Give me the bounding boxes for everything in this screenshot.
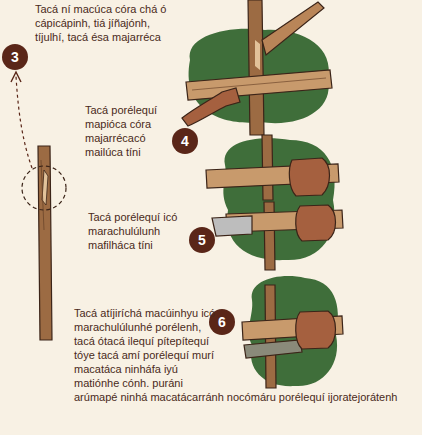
callout-number: 5 — [198, 232, 206, 248]
step-instruction: Tacá ní macúca córa chá ó cápicápinh, ti… — [35, 2, 177, 44]
step-number-circle: 4 — [172, 128, 198, 154]
callout-number: 4 — [181, 133, 189, 149]
callout-number: 6 — [218, 314, 226, 330]
step-instruction: Tacá porélequí icó marachulúlunh mafilhá… — [88, 210, 188, 252]
step-number-circle: 3 — [2, 44, 28, 70]
step-4-5-illustration — [206, 135, 343, 270]
step-number-circle: 5 — [189, 227, 215, 253]
callout-number: 3 — [11, 49, 19, 65]
step-instruction: Tacá porélequí mapióca córa majarrécacó … — [85, 103, 171, 159]
step-3-illustration — [182, 0, 332, 135]
stick-overview — [11, 72, 66, 340]
step-6-illustration — [242, 276, 343, 388]
step-instruction: Tacá atíjiríchá macúinhyu icó marachulúl… — [74, 306, 420, 404]
